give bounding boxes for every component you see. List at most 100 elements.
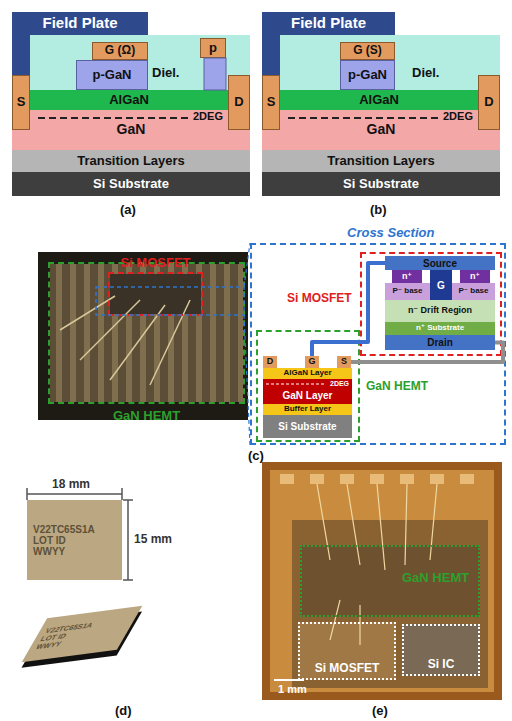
node-label: WWYY [33, 546, 65, 557]
ic-die [402, 624, 480, 676]
zoom-box [96, 287, 244, 315]
chip-photo [38, 252, 248, 420]
node-label: p-GaN [348, 68, 387, 82]
doped-region: n⁺ [460, 270, 490, 283]
node-label: V22TC65S1A [33, 524, 95, 535]
contact-box: D [478, 75, 500, 130]
dimension-tick [123, 499, 133, 501]
gate-box: G [430, 270, 452, 300]
lead-frame [270, 470, 494, 692]
contact-box: D [228, 75, 250, 130]
bond-pad [340, 474, 354, 484]
dimension-tick [26, 488, 28, 500]
node-label: GaN [117, 122, 146, 137]
node-label: P⁻ base [392, 287, 422, 296]
transition-layer: Transition Layers [12, 150, 250, 172]
node-label: S [341, 357, 347, 367]
package-top: V22TC65S1ALOT IDWWYY [27, 500, 122, 580]
field-plate: Field Plate [262, 12, 395, 35]
annotation-label: 1 mm [278, 684, 307, 695]
dashed-region: Si MOSFET [108, 272, 203, 316]
dotted-region: Si IC [402, 624, 480, 676]
node-label: G (S) [353, 44, 382, 57]
dotted-region: Si MOSFET [298, 622, 396, 680]
node-label: G (Ω) [105, 44, 135, 57]
node-label: p [209, 41, 217, 55]
annotation-label: (d) [115, 704, 132, 717]
node-label: Source [423, 258, 457, 269]
node-label: Si Substrate [278, 421, 336, 432]
node-label: Cross Section [347, 226, 434, 240]
bond-pad [310, 474, 324, 484]
node-label: LOT ID [33, 535, 66, 546]
hemt-die [300, 545, 480, 617]
dimension-line [127, 500, 129, 580]
node-label: Field Plate [291, 15, 366, 32]
gate-box: G (S) [340, 42, 395, 60]
algan-layer: AlGaN [30, 90, 228, 110]
node-label: Field Plate [42, 15, 117, 32]
bond-wire [377, 484, 385, 570]
algan-layer: AlGaN [280, 90, 478, 110]
node-label: n⁻ Drift Region [408, 306, 472, 316]
bond-pad [460, 474, 474, 484]
bond-wire [150, 300, 190, 385]
annotation-label: 2DEG [330, 380, 349, 387]
node-label: D [234, 95, 243, 109]
dimension-tick [121, 488, 123, 500]
node-label: AlGaN Layer [283, 369, 331, 378]
package-photo [262, 462, 502, 700]
bond-wire [359, 605, 360, 645]
gate-box: G [305, 356, 319, 368]
substrate-layer: Si Substrate [262, 172, 500, 196]
bond-wire [330, 600, 340, 640]
annotation-label: 15 mm [134, 533, 172, 545]
bond-wire [430, 484, 437, 560]
node-label: Transition Layers [327, 154, 435, 168]
node-label: GaN HEMT [402, 571, 469, 585]
node-label: n⁺ [402, 272, 412, 282]
dielectric-region: Diel.G (Ω)p-GaNp [12, 35, 250, 90]
node-label: S [267, 95, 276, 109]
bond-wire [317, 484, 330, 560]
node-label: P⁻ base [458, 287, 488, 296]
dimension-tick [123, 579, 133, 581]
bond-pad [370, 474, 384, 484]
node-label: Buffer Layer [284, 405, 331, 414]
dashed-region: GaN HEMTSi MOSFET [48, 262, 245, 404]
dielectric-region: Diel.G (S)p-GaN [262, 35, 500, 90]
substrate-layer: Si Substrate [263, 415, 352, 438]
node-label: AlGaN [109, 93, 149, 107]
die-attach [292, 520, 488, 688]
node-label: Si MOSFET [287, 292, 352, 305]
p-gan-layer: p-GaN [76, 60, 148, 90]
hemt-die [50, 264, 243, 402]
package-3d: V22TC65S1ALOT IDWWYY [22, 606, 143, 662]
node-label: n⁺ Substrate [416, 324, 464, 333]
buffer-layer: Buffer Layer [263, 404, 352, 415]
bond-wire [347, 484, 360, 565]
annotation-label: 18 mm [52, 478, 90, 490]
node-label: S [17, 95, 26, 109]
field-plate: Field Plate [12, 12, 148, 35]
wire-connector [312, 263, 385, 356]
doped-region: P⁻ base [385, 283, 430, 300]
dimension-line [27, 493, 122, 495]
node-label: GaN HEMT [366, 380, 428, 393]
node-label: WWYY [34, 640, 63, 651]
source-metal: Source [385, 256, 495, 270]
doped-region: P⁻ base [452, 283, 495, 300]
node-label: Drain [427, 337, 453, 348]
node-label: D [484, 95, 493, 109]
contact-box: S [262, 75, 280, 130]
node-label: Si MOSFET [300, 662, 394, 675]
bond-wire [405, 484, 407, 565]
hemt-fingers [50, 264, 243, 402]
node-label: G [308, 357, 315, 367]
bond-pad [430, 474, 444, 484]
dotted-region: GaN HEMT [300, 545, 480, 617]
contact-box: p [200, 38, 226, 58]
node-label: n⁺ [470, 272, 480, 282]
contact-box: S [12, 75, 30, 130]
